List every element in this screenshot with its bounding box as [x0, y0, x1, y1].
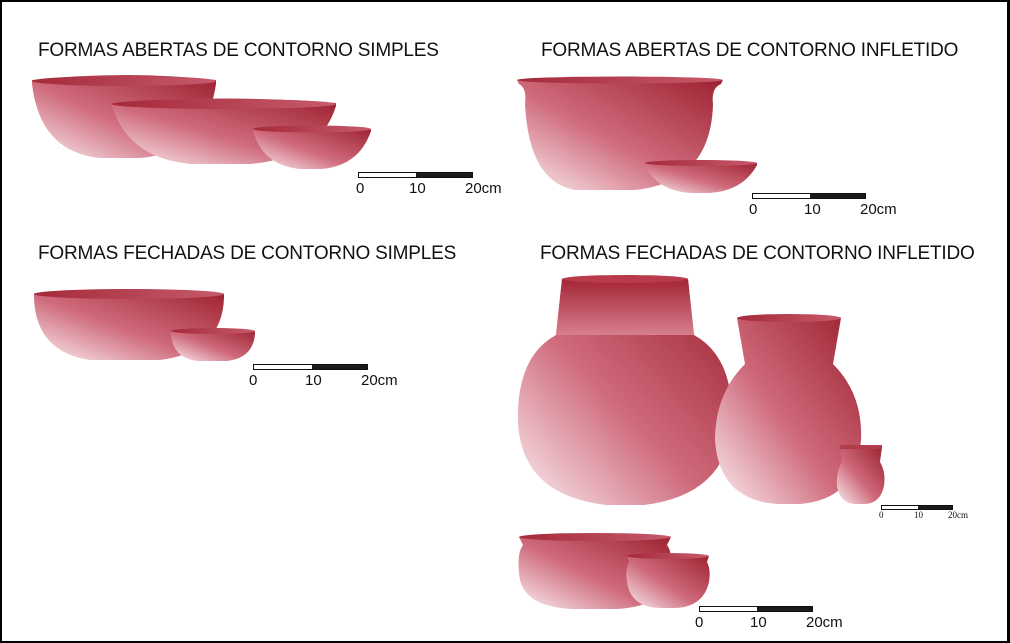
- scale-label-20cm: 20cm: [465, 180, 502, 197]
- scale-label-0: 0: [695, 614, 704, 631]
- closed-inflected-jar-medium: [715, 314, 862, 504]
- scale-label-10: 10: [409, 180, 426, 197]
- scale-label-0: 0: [879, 510, 884, 520]
- heading-open-inflected: FORMAS ABERTAS DE CONTORNO INFLETIDO: [541, 40, 959, 61]
- closed-simple-bowl-small: [171, 328, 255, 361]
- closed-inflected-jar-small: [836, 445, 885, 504]
- scale-label-0: 0: [356, 180, 365, 197]
- open-inflected-bowl-small: [645, 160, 757, 193]
- scale-bar-graphic: [253, 364, 368, 370]
- scale-label-10: 10: [305, 372, 322, 389]
- scale-bar-graphic: [358, 172, 473, 178]
- closed-inflected-bowl-small: [626, 553, 710, 608]
- scale-bar-graphic: [752, 193, 866, 199]
- scale-label-0: 0: [749, 201, 758, 218]
- heading-closed-simple: FORMAS FECHADAS DE CONTORNO SIMPLES: [38, 243, 457, 264]
- scale-label-0: 0: [249, 372, 258, 389]
- scale-label-20cm: 20cm: [948, 510, 968, 520]
- scale-label-10: 10: [750, 614, 767, 631]
- scale-label-20cm: 20cm: [860, 201, 897, 218]
- scale-bar-graphic: [699, 606, 813, 612]
- closed-inflected-jar-large: [517, 275, 733, 505]
- scale-label-20cm: 20cm: [361, 372, 398, 389]
- scale-label-20cm: 20cm: [806, 614, 843, 631]
- heading-closed-inflected: FORMAS FECHADAS DE CONTORNO INFLETIDO: [540, 243, 975, 264]
- scale-label-10: 10: [804, 201, 821, 218]
- scale-bar-graphic: [881, 505, 953, 510]
- scale-label-10: 10: [914, 510, 923, 520]
- open-simple-bowl-small: [253, 125, 371, 169]
- heading-open-simple: FORMAS ABERTAS DE CONTORNO SIMPLES: [38, 40, 439, 61]
